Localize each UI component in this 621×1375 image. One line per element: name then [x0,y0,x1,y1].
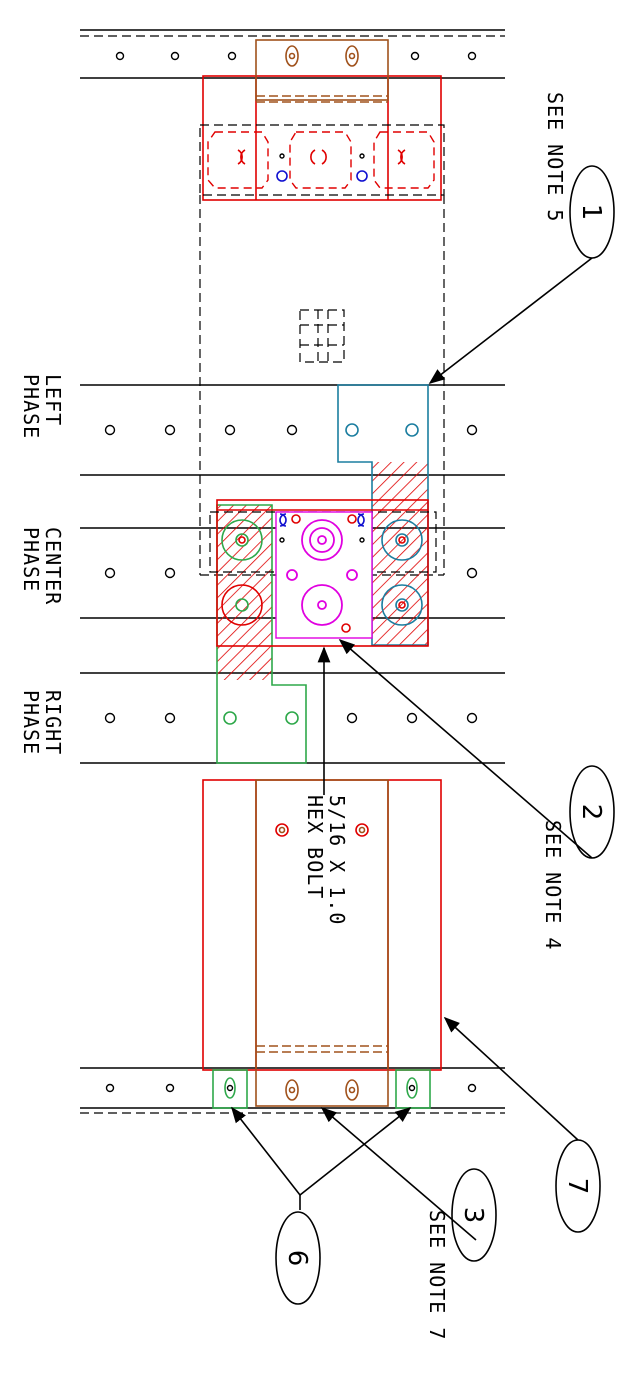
teal-connector [337,384,429,646]
top-clamp [199,39,445,201]
left-phase-label: LEFT PHASE [19,374,65,439]
svg-text:HEX BOLT: HEX BOLT [303,795,327,899]
bottom-rail [80,1067,505,1114]
center-junction [209,499,437,647]
callout-2-note: SEE NOTE 4 [541,820,565,950]
svg-text:PHASE: PHASE [19,374,43,439]
left-phase-holes [104,424,478,436]
right-phase-holes [104,712,478,724]
hex-bolt-label: 5/16 X 1.0 HEX BOLT [303,795,349,925]
callout-3-note: SEE NOTE 7 [425,1210,449,1340]
callout-2-number: 2 [576,804,606,821]
top-rail [80,29,505,79]
center-phase-label: CENTER PHASE [19,527,65,605]
callout-3: 3 [451,1168,497,1262]
svg-text:CENTER: CENTER [41,527,65,605]
callout-7-number: 7 [562,1178,592,1195]
center-phase-holes [104,567,478,579]
svg-text:LEFT: LEFT [41,374,65,426]
svg-text:RIGHT: RIGHT [41,690,65,755]
svg-text:PHASE: PHASE [19,527,43,592]
callout-6: 6 [275,1211,321,1305]
leader-lines [231,257,593,1241]
callout-6-number: 6 [282,1250,312,1267]
callout-2: 2 [569,765,615,859]
callout-7: 7 [555,1139,601,1233]
svg-text:PHASE: PHASE [19,690,43,755]
right-phase-label: RIGHT PHASE [19,690,65,755]
green-connector [216,504,307,764]
bottom-clamp [202,779,442,1109]
callout-1-note: SEE NOTE 5 [543,92,567,222]
svg-text:5/16 X 1.0: 5/16 X 1.0 [325,795,349,925]
callout-1-number: 1 [576,204,606,221]
callout-1: 1 [569,165,615,259]
callout-3-number: 3 [458,1207,488,1224]
